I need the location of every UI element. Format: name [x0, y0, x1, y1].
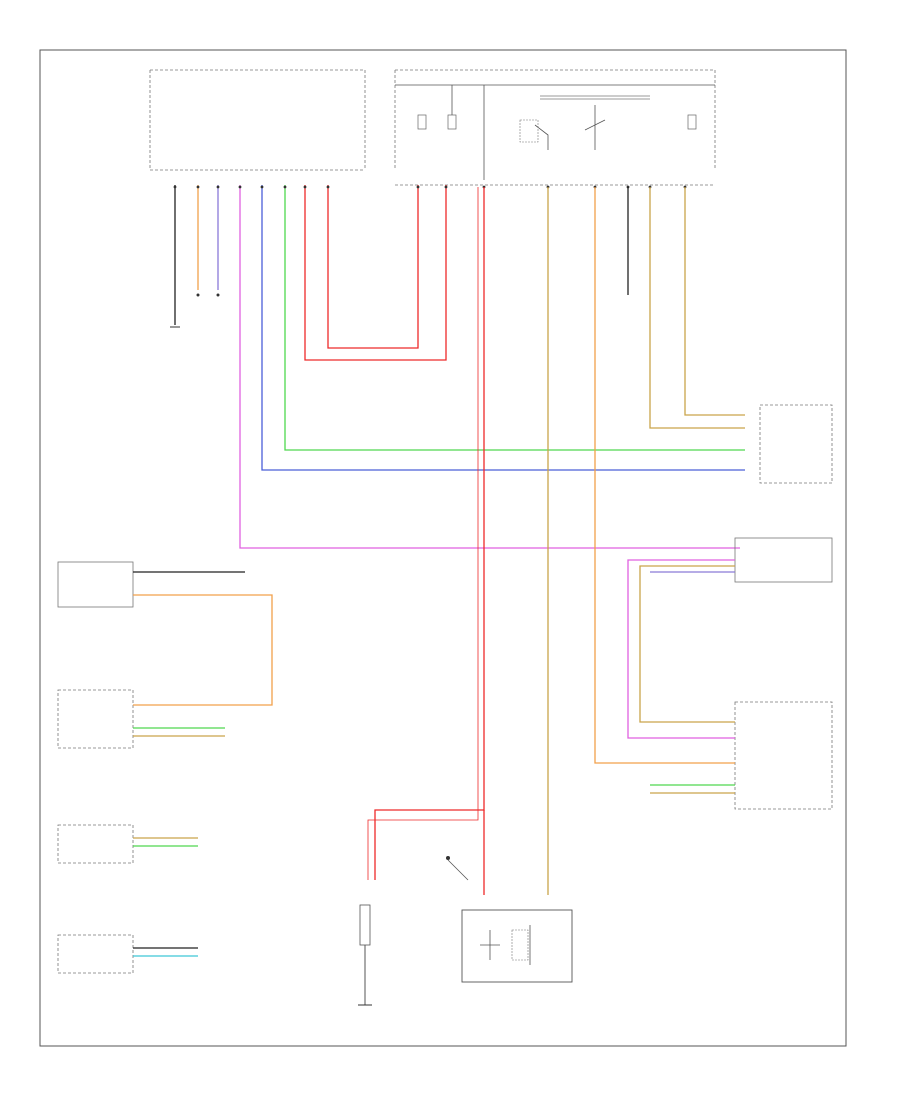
wires-body-control [174, 185, 745, 549]
body-control-module [149, 69, 366, 171]
brake-switch [57, 561, 245, 608]
diagram-border [39, 49, 847, 1047]
starter [461, 909, 573, 983]
wire-orange-brake-tcm [133, 594, 273, 706]
power-distribution-center [394, 69, 716, 186]
connector-pins-top [173, 185, 687, 189]
inline-connector-dots [196, 293, 220, 297]
powertrain-control-module [734, 701, 833, 810]
wires-tcm-can [133, 727, 225, 737]
battery [358, 904, 372, 1006]
wires-power-distribution [367, 187, 745, 895]
wires-right [627, 559, 735, 794]
shift-lever [57, 824, 198, 864]
clutch-interlock-switch [734, 537, 833, 583]
clutch [57, 934, 198, 974]
ignition-switch [759, 404, 833, 484]
starter-relay [446, 856, 469, 881]
transmission-control-module [57, 689, 134, 749]
